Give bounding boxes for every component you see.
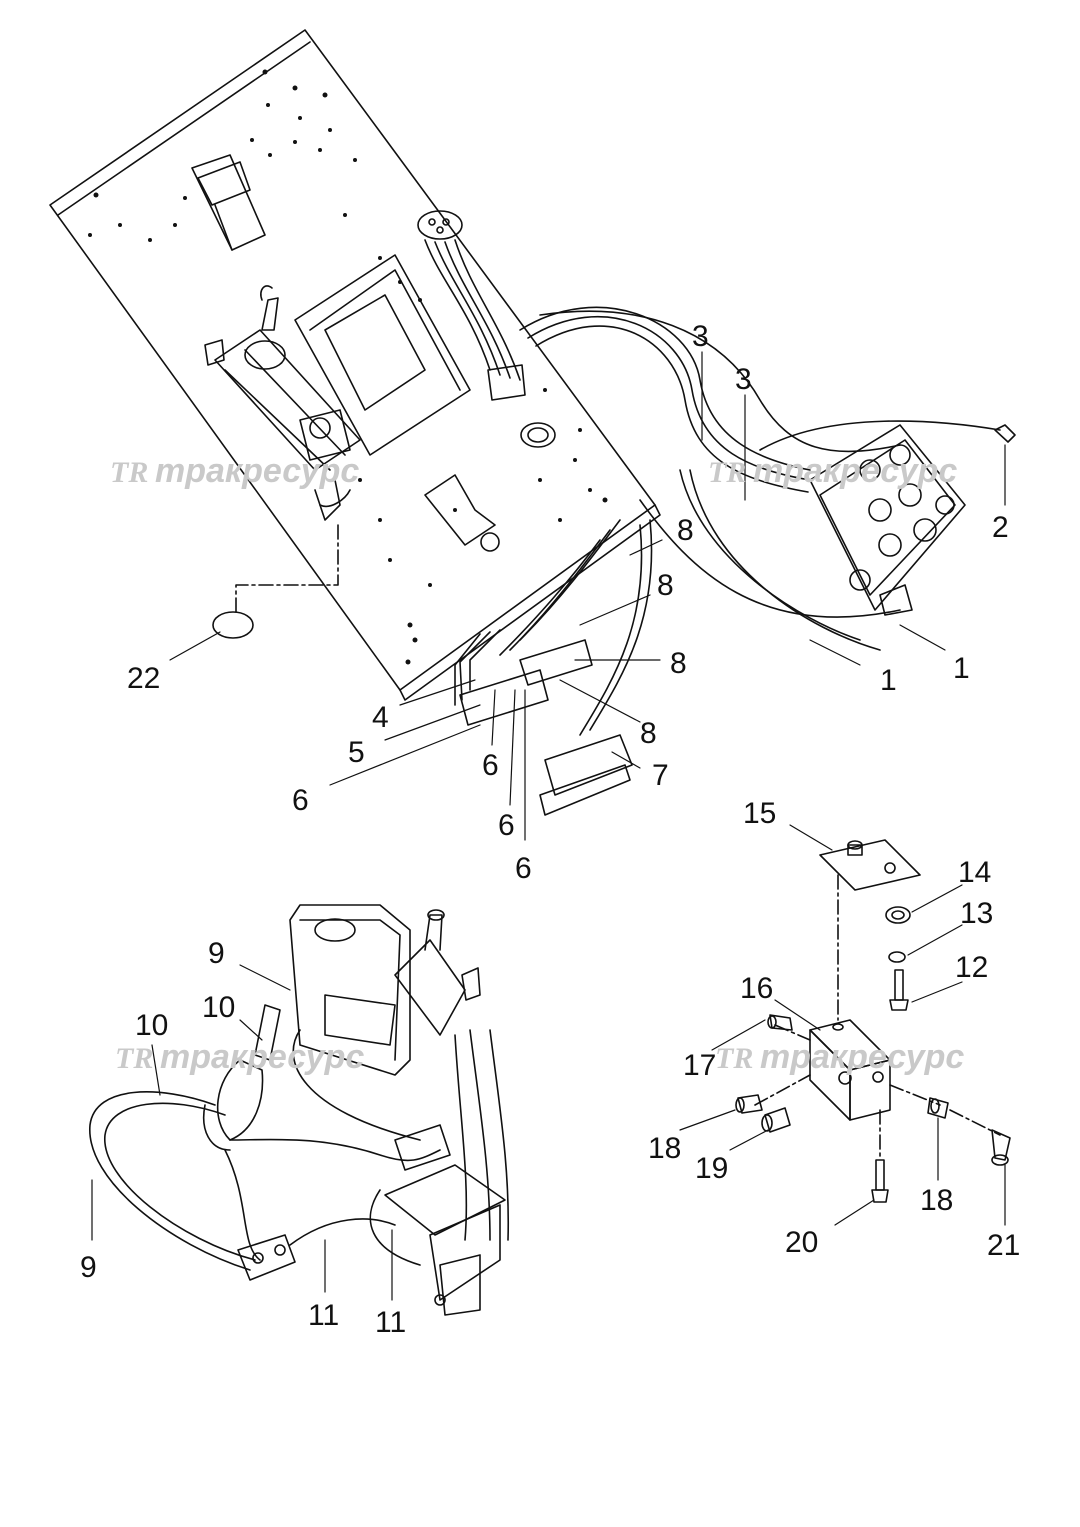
callout-18: 18 [648,1132,681,1165]
watermark-top-left: TR тракресурс [110,452,359,490]
watermark-logo: TR [110,456,148,489]
fitting-19 [761,1107,791,1133]
watermark-bottom-right: TR тракресурс [715,1038,964,1076]
callout-8: 8 [640,717,657,750]
callout-8: 8 [670,647,687,680]
fitting-17 [767,1014,793,1031]
callout-6: 6 [515,852,532,885]
callout-8: 8 [677,514,694,547]
leader-22 [235,524,339,613]
callout-5: 5 [348,736,365,769]
callout-19: 19 [695,1152,728,1185]
callout-labels: 1 1 2 3 3 4 5 6 6 6 6 7 8 8 8 8 9 9 10 1… [80,320,1020,1339]
callout-10: 10 [135,1009,168,1042]
watermark-text: тракресурс [753,452,957,490]
callout-17: 17 [683,1049,716,1082]
callout-6: 6 [292,784,309,817]
callout-20: 20 [785,1226,818,1259]
callout-15: 15 [743,797,776,830]
hose-bundle-lower [454,519,653,816]
item-22-shape [212,611,254,639]
callout-18: 18 [920,1184,953,1217]
callout-22: 22 [127,662,160,695]
elbow-21 [991,1129,1011,1166]
callout-4: 4 [372,701,389,734]
hydraulic-block [809,1019,891,1121]
grommet-14 [885,906,911,924]
watermark-text: тракресурс [760,1038,964,1076]
washer-13 [888,951,906,963]
callout-12: 12 [955,951,988,984]
watermark-text: тракресурс [155,452,359,490]
callout-7: 7 [652,759,669,792]
watermark-logo: TR [715,1042,753,1075]
watermark-logo: TR [115,1042,153,1075]
hose-bundle-upper [519,306,1001,651]
floor-plate [49,29,661,701]
plate-connector [417,210,526,401]
bracket-15 [819,839,921,891]
watermark-logo: TR [708,456,746,489]
fitting-18-left [735,1094,763,1114]
watermark-top-right: TR тракресурс [708,452,957,490]
remote-joystick [203,1004,281,1151]
callout-9: 9 [208,937,225,970]
callout-16: 16 [740,972,773,1005]
callout-6: 6 [482,749,499,782]
callout-2: 2 [992,511,1009,544]
callout-21: 21 [987,1229,1020,1262]
callout-8: 8 [657,569,674,602]
bolt-20 [871,1159,889,1203]
watermark-text: тракресурс [160,1038,364,1076]
callout-1: 1 [953,652,970,685]
callout-3: 3 [692,320,709,353]
callout-11: 11 [308,1299,339,1332]
watermark-bottom-left: TR тракресурс [115,1038,364,1076]
bolt-12 [889,969,909,1011]
callout-3: 3 [735,363,752,396]
callout-14: 14 [958,856,991,889]
fitting-18-right [927,1097,949,1119]
hose-bundle-left [89,1029,451,1281]
callout-13: 13 [960,897,993,930]
callout-10: 10 [202,991,235,1024]
plate-joystick [204,285,361,521]
leader-lines [91,351,1006,1301]
callout-11: 11 [375,1306,406,1339]
callout-1: 1 [880,664,897,697]
callout-9: 9 [80,1251,97,1284]
console-assembly [289,904,510,1316]
control-valve [809,424,1016,616]
callout-6: 6 [498,809,515,842]
